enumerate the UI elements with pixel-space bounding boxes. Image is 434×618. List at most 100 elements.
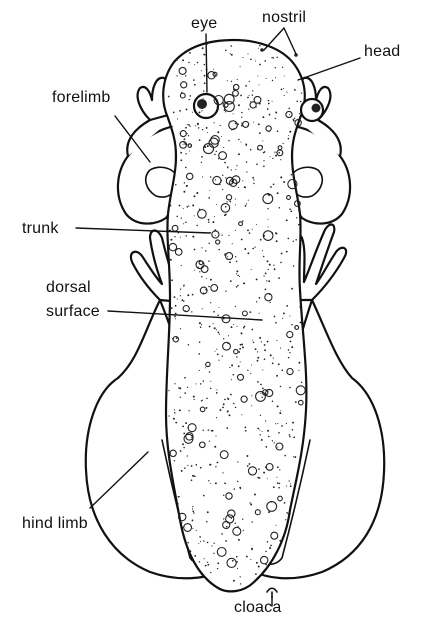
stipple-dot [277,447,278,448]
stipple-dot [189,99,190,100]
stipple-dot [182,59,184,61]
stipple-dot [203,293,204,294]
stipple-dot [262,116,264,118]
stipple-dot [199,536,201,538]
stipple-dot [275,77,276,78]
stipple-dot [217,315,219,317]
stipple-dot [235,522,236,523]
stipple-dot [214,216,215,217]
stipple-dot [196,192,198,194]
stipple-dot [180,159,182,161]
stipple-dot [218,249,220,251]
stipple-dot [246,203,247,204]
stipple-dot [277,130,279,132]
stipple-dot [212,430,214,432]
stipple-dot [287,513,288,514]
stipple-dot [273,57,274,58]
stipple-dot [225,206,227,208]
stipple-dot [182,425,184,427]
stipple-dot [269,156,270,157]
stipple-dot [241,125,243,127]
label-head: head [364,43,400,60]
stipple-dot [199,561,200,562]
stipple-dot [188,124,189,125]
stipple-dot [188,62,189,63]
stipple-dot [275,423,276,424]
stipple-dot [261,341,262,342]
stipple-dot [269,547,271,549]
stipple-dot [209,190,210,191]
stipple-dot [226,526,228,528]
stipple-dot [295,401,297,403]
stipple-dot [174,236,175,237]
stipple-dot [257,357,259,359]
stipple-dot [233,580,235,582]
stipple-dot [257,381,259,383]
stipple-dot [243,282,245,284]
stipple-dot [263,275,264,276]
stipple-dot [259,45,260,46]
stipple-dot [219,333,220,334]
stipple-dot [200,541,201,542]
stipple-dot [169,295,171,297]
stipple-dot [275,67,276,68]
stipple-dot [183,447,185,449]
stipple-dot [178,387,180,389]
stipple-dot [238,539,240,541]
stipple-dot [199,341,201,343]
stipple-dot [199,209,200,210]
stipple-dot [175,184,177,186]
stipple-dot [244,427,246,429]
stipple-dot [262,140,263,141]
stipple-dot [191,479,193,481]
stipple-dot [208,243,209,244]
stipple-dot [236,356,237,357]
stipple-dot [241,344,243,346]
stipple-dot [210,483,211,484]
stipple-dot [238,187,239,188]
stipple-dot [277,423,278,424]
stipple-dot [278,432,280,434]
stipple-dot [265,564,267,566]
stipple-dot [256,278,258,280]
stipple-dot [259,132,261,134]
stipple-dot [168,390,169,391]
stipple-dot [264,60,266,62]
stipple-dot [182,527,183,528]
stipple-dot [223,147,224,148]
stipple-dot [222,175,223,176]
stipple-dot [239,276,240,277]
stipple-dot [189,150,190,151]
stipple-dot [238,351,240,353]
stipple-dot [269,114,271,116]
stipple-dot [219,409,221,411]
stipple-dot [279,207,281,209]
stipple-dot [175,318,176,319]
stipple-dot [196,383,197,384]
stipple-dot [195,125,196,126]
stipple-dot [225,111,226,112]
stipple-dot [170,230,171,231]
stipple-dot [275,118,276,119]
stipple-dot [236,556,238,558]
stipple-dot [178,503,179,504]
stipple-dot [276,477,277,478]
stipple-dot [256,301,257,302]
stipple-dot [168,96,170,98]
stipple-dot [200,383,202,385]
stipple-dot [226,201,227,202]
stipple-dot [181,92,182,93]
stipple-dot [222,189,223,190]
stipple-dot [275,232,277,234]
stipple-dot [276,340,277,341]
stipple-dot [266,78,267,79]
stipple-dot [247,124,249,126]
stipple-dot [291,174,292,175]
stipple-dot [185,422,187,424]
stipple-dot [278,487,280,489]
stipple-dot [168,216,169,217]
stipple-dot [235,198,236,199]
stipple-dot [193,399,194,400]
stipple-dot [274,316,276,318]
stipple-dot [188,410,189,411]
